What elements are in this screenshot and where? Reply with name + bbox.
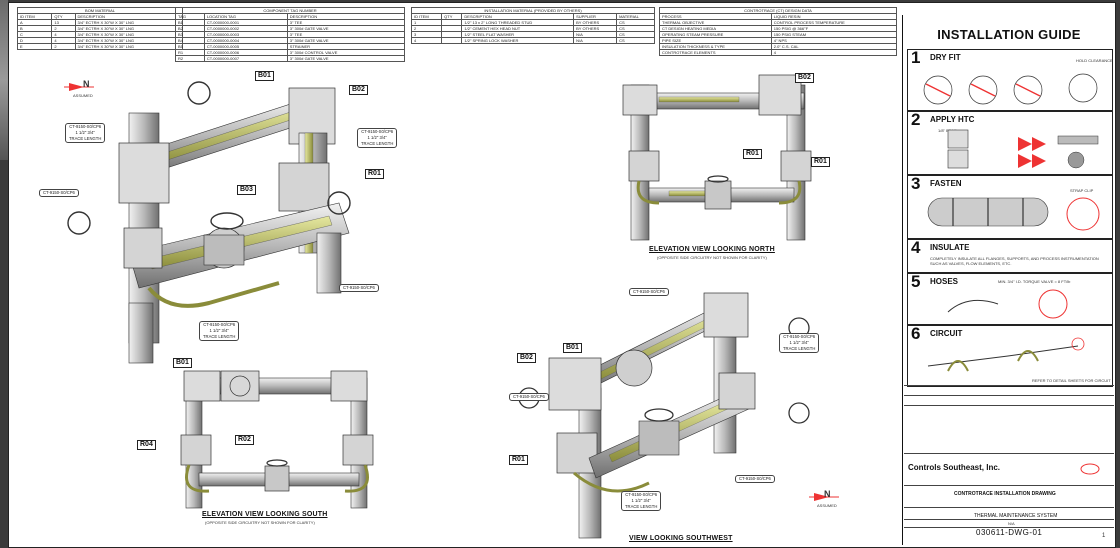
step-note: REFER TO DETAIL SHEETS FOR CIRCUIT bbox=[1032, 378, 1111, 383]
guide-title: INSTALLATION GUIDE bbox=[937, 27, 1081, 42]
piping-drawings bbox=[64, 74, 839, 539]
step-number: 2 bbox=[911, 110, 921, 129]
step-note: HOLD CLEARANCE bbox=[1076, 58, 1113, 63]
design-cell: 4 bbox=[770, 49, 898, 56]
component-cell: 3" 300# GATE VALVE bbox=[286, 55, 406, 62]
step-number: 3 bbox=[911, 174, 921, 193]
step-label: INSULATE bbox=[930, 243, 970, 252]
guide-step-hoses: 5 HOSES MIN. 3/4" I.D. TORQUE VALVE = 8 … bbox=[907, 272, 1113, 325]
southwest-assembly bbox=[518, 292, 810, 539]
revision-number: 1 bbox=[1102, 533, 1106, 539]
trace-callout: CT-9150-S0/CP6 bbox=[509, 393, 549, 401]
title-row bbox=[904, 507, 1114, 518]
compass-assumed-label: ASSUMED bbox=[817, 503, 837, 508]
guide-step-insulate: 4 INSULATE COMPLETELY INSULATE ALL FLANG… bbox=[907, 238, 1113, 273]
install-cell: N/A bbox=[573, 37, 618, 44]
revision-row bbox=[904, 453, 1114, 464]
step-label: DRY FIT bbox=[930, 53, 961, 62]
title-row bbox=[904, 527, 1114, 546]
component-tag: B02 bbox=[517, 353, 536, 363]
step-label: APPLY HTC bbox=[930, 115, 975, 124]
fasten-illustration-icon bbox=[927, 197, 1100, 231]
title-row bbox=[904, 485, 1114, 496]
step-number: 4 bbox=[911, 238, 921, 257]
background-photo-edge bbox=[0, 0, 8, 160]
revision-row bbox=[904, 385, 1114, 396]
trace-callout: CT-9150-S0/CP6 1 1/2" 3/4" TRACE LENGTH bbox=[199, 321, 240, 341]
step-label: CIRCUIT bbox=[930, 329, 963, 338]
component-tag: B02 bbox=[795, 73, 814, 83]
component-tag: R01 bbox=[743, 149, 762, 159]
step-note: STRAP CLIP bbox=[1070, 188, 1094, 193]
circuit-illustration-icon bbox=[927, 337, 1085, 372]
trace-callout: CT-9150-S0/CP6 1 1/2" 3/4" TRACE LENGTH bbox=[621, 491, 662, 511]
step-note: COMPLETELY INSULATE ALL FLANGES, SUPPORT… bbox=[930, 256, 1099, 266]
title-block: Controls Southeast, Inc. CONTROTRACE INS… bbox=[904, 385, 1114, 545]
guide-step-fasten: 3 FASTEN STRAP CLIP bbox=[907, 174, 1113, 239]
project-number: N/A bbox=[1008, 521, 1015, 526]
step-number: 5 bbox=[911, 272, 921, 291]
bom-cell: E bbox=[16, 43, 53, 50]
step-label: HOSES bbox=[930, 277, 959, 286]
compass-assumed-label: ASSUMED bbox=[73, 93, 93, 98]
guide-step-dry-fit: 1 DRY FIT HOLD CLEARANCE bbox=[907, 48, 1113, 111]
component-tag: R02 bbox=[235, 435, 254, 445]
system-name: THERMAL MAINTENANCE SYSTEM bbox=[974, 513, 1058, 519]
south-elevation-assembly bbox=[180, 370, 374, 509]
south-view-subtitle: (OPPOSITE SIDE CIRCUITRY NOT SHOWN FOR C… bbox=[205, 520, 315, 525]
trace-callout: CT-9150-S0/CP6 1 1/2" 3/4" TRACE LENGTH bbox=[779, 333, 820, 353]
north-elevation-assembly bbox=[622, 74, 812, 241]
component-table: COMPONENT TAG NUMBER TAG LOCATION TAG DE… bbox=[175, 7, 406, 62]
step-label: FASTEN bbox=[930, 179, 962, 188]
install-cell bbox=[441, 37, 463, 44]
compass-north-label: N bbox=[83, 79, 90, 89]
trace-callout: CT-9150-S0/CP6 1 1/2" 3/4" TRACE LENGTH bbox=[65, 123, 106, 143]
hose-illustration-icon bbox=[947, 289, 1068, 319]
install-material-table: INSTALLATION MATERIAL (PROVIDED BY OTHER… bbox=[410, 7, 655, 44]
component-tag: B01 bbox=[173, 358, 192, 368]
component-tag: B02 bbox=[349, 85, 368, 95]
component-tag: B01 bbox=[255, 71, 274, 81]
step-note: MIN. 3/4" I.D. TORQUE VALVE = 8 FT/lb bbox=[998, 279, 1071, 284]
revision-row bbox=[904, 395, 1114, 406]
guide-step-circuit: 6 CIRCUIT REFER TO DETAIL SHEETS FOR CIR… bbox=[907, 324, 1113, 387]
dry-fit-illustration-icon bbox=[923, 73, 1098, 105]
trace-callout: CT-9150-S0/CP6 bbox=[39, 189, 79, 197]
step-number: 6 bbox=[911, 324, 921, 343]
install-cell: CS bbox=[616, 37, 655, 44]
step-note: 1/8" BEAD bbox=[938, 128, 957, 133]
trace-callout: CT-9150-S0/CP6 bbox=[735, 475, 775, 483]
southwest-view-title: VIEW LOOKING SOUTHWEST bbox=[629, 535, 733, 542]
south-view-title: ELEVATION VIEW LOOKING SOUTH bbox=[202, 511, 328, 518]
apply-htc-illustration-icon bbox=[947, 129, 1099, 169]
component-tag: R01 bbox=[509, 455, 528, 465]
revision-table bbox=[904, 405, 1114, 454]
component-tag: B01 bbox=[563, 343, 582, 353]
installation-guide-panel: INSTALLATION GUIDE 1 DRY FIT HOLD CLEARA… bbox=[902, 15, 1115, 545]
bom-cell: 2 bbox=[51, 43, 76, 50]
compass-north-label: N bbox=[824, 489, 831, 499]
iso-left-assembly bbox=[67, 81, 351, 364]
component-tag: R01 bbox=[811, 157, 830, 167]
north-view-title: ELEVATION VIEW LOOKING NORTH bbox=[649, 246, 775, 253]
component-tag: R01 bbox=[365, 169, 384, 179]
drawing-number: 030611-DWG-01 bbox=[976, 528, 1043, 537]
north-view-subtitle: (OPPOSITE SIDE CIRCUITRY NOT SHOWN FOR C… bbox=[657, 255, 767, 260]
drawing-title: CONTROTRACE INSTALLATION DRAWING bbox=[954, 491, 1056, 497]
north-arrow-icon bbox=[64, 83, 94, 91]
guide-step-apply-htc: 2 APPLY HTC 1/8" BEAD bbox=[907, 110, 1113, 175]
step-number: 1 bbox=[911, 48, 921, 67]
component-tag: B03 bbox=[237, 185, 256, 195]
trace-callout: CT-9150-S0/CP6 bbox=[629, 288, 669, 296]
north-arrow-icon bbox=[809, 493, 839, 501]
title-row bbox=[904, 519, 1114, 530]
trace-callout: CT-9150-S0/CP6 1 1/2" 3/4" TRACE LENGTH bbox=[357, 128, 398, 148]
component-tag: R04 bbox=[137, 440, 156, 450]
company-logo-icon bbox=[1080, 463, 1100, 475]
company-name: Controls Southeast, Inc. bbox=[908, 463, 1001, 472]
trace-callout: CT-9150-S0/CP6 bbox=[339, 284, 379, 292]
